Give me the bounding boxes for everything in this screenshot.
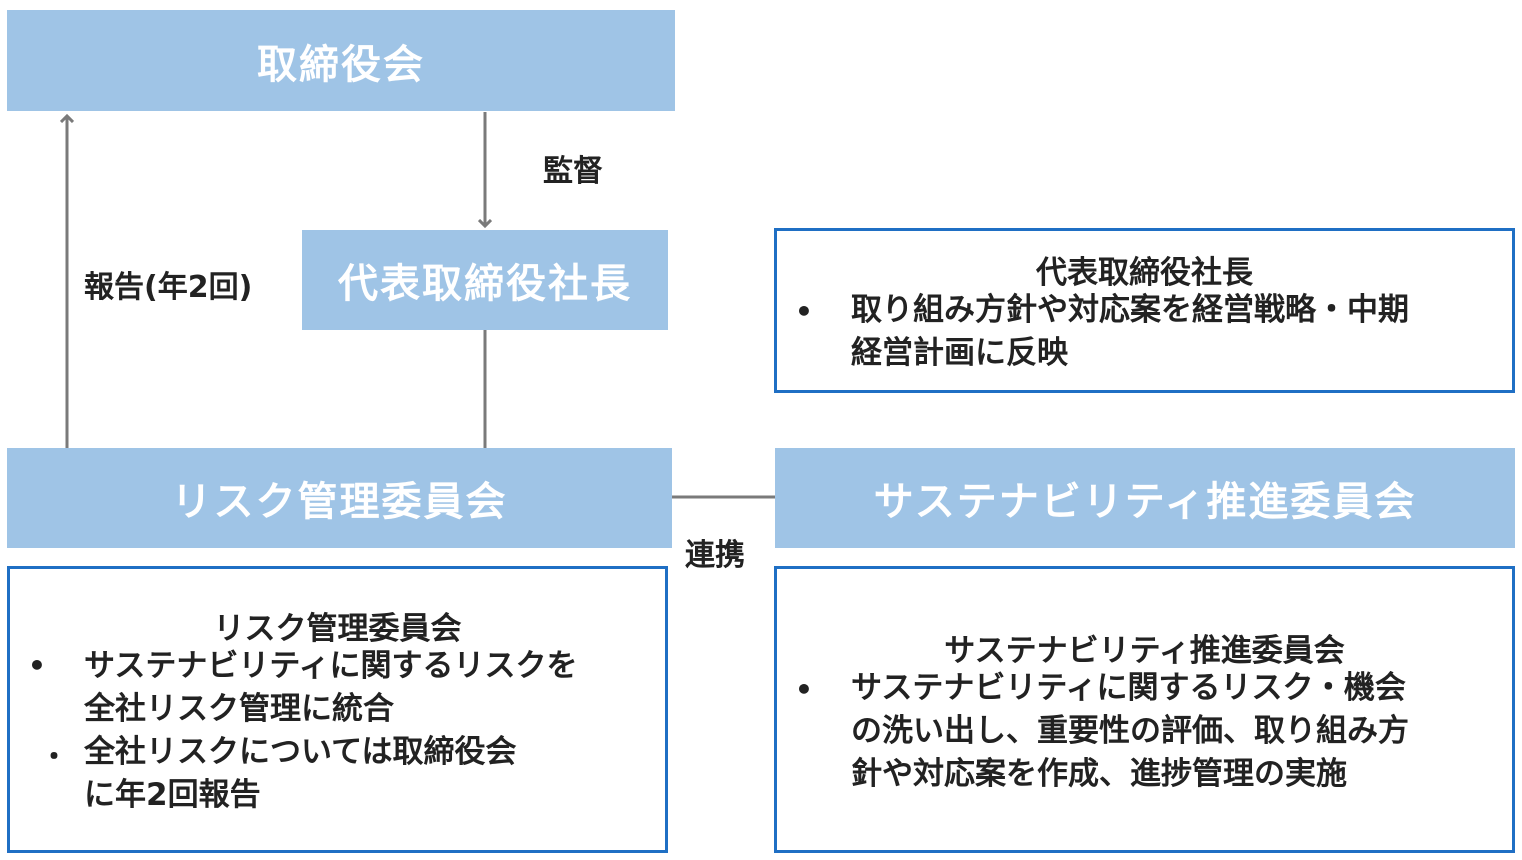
risk-box-bullet-marker-2: ・: [40, 740, 69, 773]
risk-committee-node: リスク管理委員会: [7, 448, 672, 548]
risk-box-bullet-text-2: 全社リスクについては取締役会 に年2回報告: [84, 734, 517, 813]
president-node-label: 代表取締役社長: [338, 261, 632, 307]
board-node-label: 取締役会: [257, 41, 425, 88]
sustainability-committee-node: サステナビリティ推進委員会: [775, 448, 1515, 548]
board-node: 取締役会: [7, 10, 675, 111]
president-box-title: 代表取締役社長: [1036, 255, 1253, 291]
risk-box-bullet-text-1: サステナビリティに関するリスクを 全社リスク管理に統合: [84, 648, 578, 727]
report-label: 報告(年2回): [84, 270, 253, 305]
cooperation-label: 連携: [685, 538, 745, 573]
supervision-label: 監督: [543, 154, 603, 189]
sustainability-committee-description-box: サステナビリティ推進委員会 • サステナビリティに関するリスク・機会 の洗い出し…: [774, 566, 1515, 853]
president-box-bullet-text: 取り組み方針や対応案を経営戦略・中期 経営計画に反映: [851, 292, 1409, 371]
sustainability-box-title: サステナビリティ推進委員会: [944, 633, 1345, 669]
risk-committee-description-box: リスク管理委員会 • サステナビリティに関するリスクを 全社リスク管理に統合 ・…: [7, 566, 668, 853]
sustainability-committee-node-label: サステナビリティ推進委員会: [873, 479, 1417, 525]
president-box-bullet-marker: •: [795, 295, 813, 328]
sustainability-box-bullet-text: サステナビリティに関するリスク・機会 の洗い出し、重要性の評価、取り組み方 針や…: [851, 670, 1409, 792]
risk-box-bullet-marker-1: •: [28, 649, 46, 682]
risk-committee-node-label: リスク管理委員会: [171, 479, 508, 525]
president-description-box: 代表取締役社長 • 取り組み方針や対応案を経営戦略・中期 経営計画に反映: [774, 228, 1515, 393]
sustainability-box-bullet-marker: •: [795, 673, 813, 706]
risk-box-title: リスク管理委員会: [213, 611, 462, 647]
president-node: 代表取締役社長: [302, 230, 668, 330]
